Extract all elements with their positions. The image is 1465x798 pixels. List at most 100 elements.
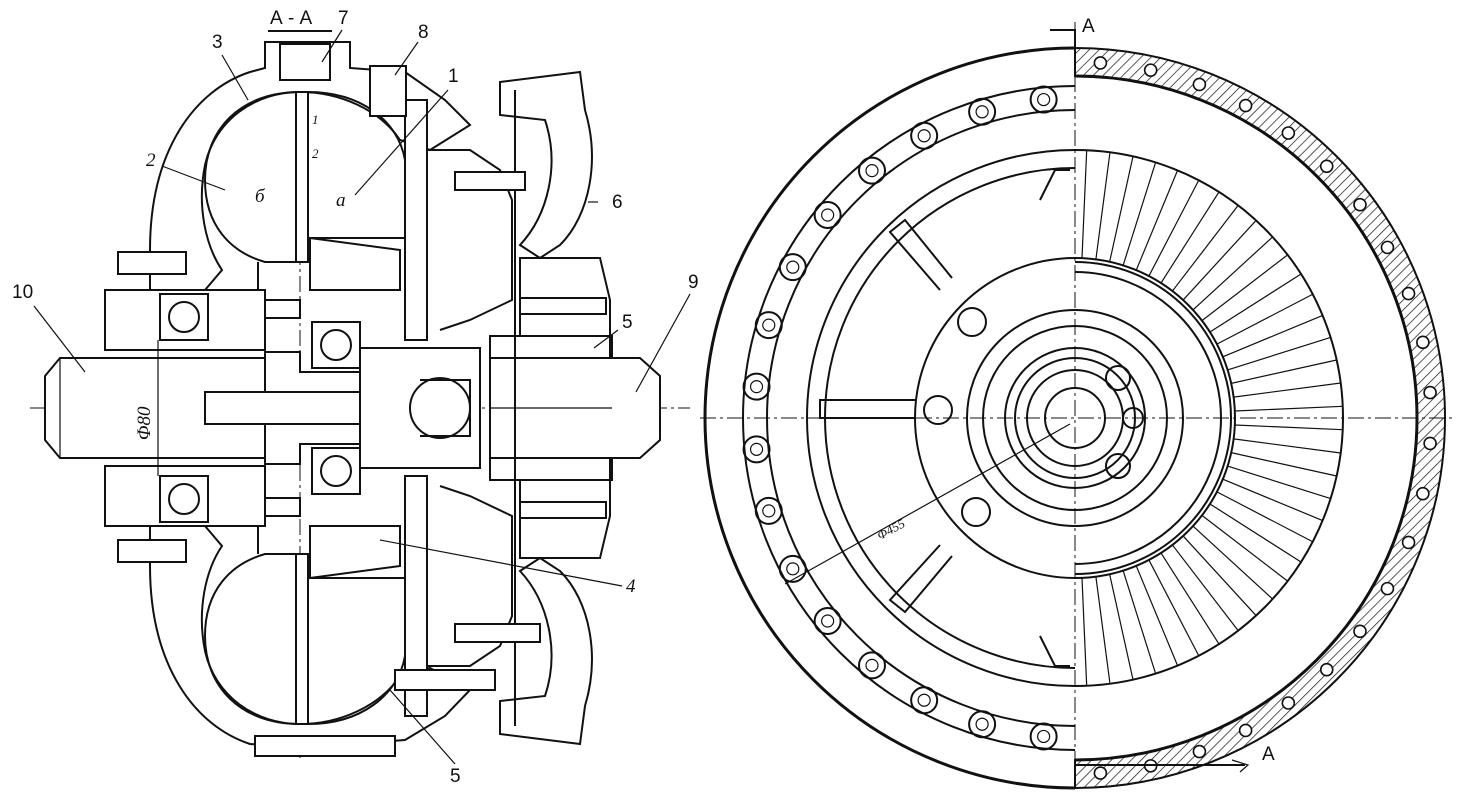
elastic-ring-upper (499, 70, 593, 260)
rim-bolt (968, 97, 997, 126)
blade (1231, 452, 1337, 477)
rim-bolt (910, 686, 939, 715)
callout-1: 1 (448, 66, 459, 87)
elastic-ring-lower (499, 556, 593, 746)
rim-stud (1319, 662, 1334, 677)
blade (1171, 205, 1239, 292)
callout-3: 3 (212, 32, 223, 53)
rim-bolts-left (742, 85, 1058, 751)
rim-bolt (778, 253, 807, 282)
rim-bolt (742, 435, 771, 464)
rim-bolt (813, 607, 842, 636)
rim-bolt-hole (786, 562, 800, 576)
cavity-a: а (336, 190, 346, 211)
blade (1135, 565, 1179, 666)
rim-bolt-hole (821, 614, 835, 628)
rim-bolt (1029, 85, 1058, 114)
callout-9: 9 (688, 272, 699, 293)
rim-stud (1093, 766, 1108, 780)
blade (1222, 478, 1323, 522)
cavity-upper (203, 90, 301, 263)
callout-10: 10 (12, 282, 33, 303)
rim-stud (1353, 624, 1367, 639)
blade (1216, 293, 1313, 345)
blade (1234, 405, 1343, 412)
rim-stud (1380, 581, 1395, 596)
rim-bolt (754, 496, 783, 525)
rim-bolt (1029, 722, 1058, 751)
rim-bolt-hole (917, 693, 931, 707)
rim-bolt-hole (865, 164, 879, 178)
blade (1233, 382, 1341, 398)
rim-bolt-hole (1037, 92, 1051, 107)
blade (1182, 220, 1257, 301)
blade (1109, 574, 1134, 680)
rim-bolt (742, 372, 771, 401)
rim-stud (1353, 197, 1367, 212)
rim-stud (1281, 126, 1296, 140)
blade (1148, 180, 1200, 277)
cavity-b: б (255, 186, 266, 207)
callout-2: 2 (146, 150, 156, 171)
blade (1095, 152, 1111, 260)
blade (1182, 535, 1257, 616)
rim-bolt-hole (1037, 729, 1051, 744)
blade (1135, 170, 1179, 271)
gap-label-1: 1 (312, 112, 319, 127)
callout-6: 6 (612, 192, 623, 213)
rim-stud (1416, 335, 1430, 350)
blade (1160, 191, 1220, 284)
blade (1227, 336, 1331, 371)
rim-bolt (968, 710, 997, 739)
rim-stud (1192, 77, 1207, 92)
callout-4: 4 (626, 576, 636, 597)
shaft-diameter-label: Φ80 (134, 406, 155, 440)
blade (1148, 559, 1200, 656)
rim-bolt-hole (749, 380, 764, 394)
bearing-left (159, 293, 209, 523)
section-mark-bottom: A (1262, 744, 1275, 765)
blade (1231, 359, 1337, 384)
rim-bolt (813, 200, 842, 229)
rim-stud (1423, 385, 1437, 400)
blade (1192, 236, 1273, 311)
rim-stud (1281, 696, 1296, 710)
rim-bolt-hole (975, 717, 989, 731)
blade (1201, 514, 1288, 582)
bearing-middle (311, 321, 361, 495)
blade (1234, 424, 1343, 431)
blade (1222, 314, 1323, 358)
blade (1109, 156, 1134, 262)
callout-7: 7 (338, 8, 349, 29)
rim-stud (1319, 159, 1334, 174)
callout-5-upper: 5 (622, 312, 633, 333)
rim-bolt-hole (762, 504, 776, 518)
cavity-lower (203, 553, 301, 726)
gap-label-2: 2 (312, 146, 319, 161)
rim-bolt-hole (786, 260, 800, 274)
blade (1201, 254, 1288, 322)
rim-bolt-hole (975, 105, 989, 119)
blade (1209, 503, 1302, 563)
rim-bolt-hole (762, 318, 776, 332)
rim-stud (1416, 486, 1430, 501)
callout-5-lower: 5 (450, 766, 461, 787)
rim-bolt (754, 311, 783, 340)
blade (1081, 577, 1088, 686)
blade (1160, 552, 1220, 645)
callout-8: 8 (418, 22, 429, 43)
rim-bolt (857, 156, 886, 185)
casing-lower (149, 525, 472, 750)
rim-bolt-hole (749, 442, 764, 456)
blade (1233, 438, 1341, 454)
rim-bolt (778, 554, 807, 583)
rim-bolt-hole (917, 129, 931, 143)
blade (1209, 273, 1302, 333)
section-title: А - А (270, 8, 313, 29)
rim-stud (1238, 98, 1253, 113)
blade (1122, 162, 1157, 266)
outer-ring-left (703, 46, 1076, 790)
rim-stud (1401, 535, 1416, 550)
blade (1216, 491, 1313, 543)
rim-stud (1380, 240, 1395, 255)
